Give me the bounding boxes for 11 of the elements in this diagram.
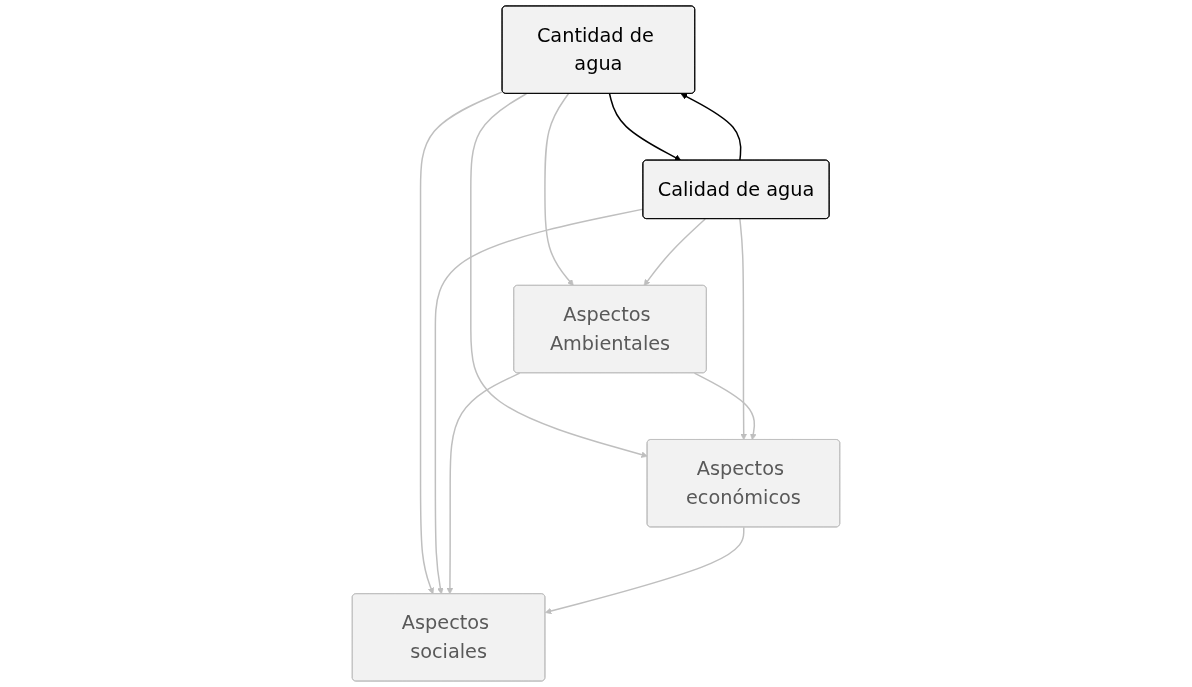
arrow [739, 218, 747, 441]
arrow [419, 90, 504, 595]
arrow [680, 93, 742, 162]
arrow [544, 93, 574, 286]
arrow [643, 218, 706, 286]
arrow [446, 372, 521, 595]
arrow [608, 93, 682, 161]
arrow [470, 93, 648, 458]
arrow [693, 372, 757, 441]
arrow [545, 526, 745, 615]
arrow [434, 208, 644, 595]
